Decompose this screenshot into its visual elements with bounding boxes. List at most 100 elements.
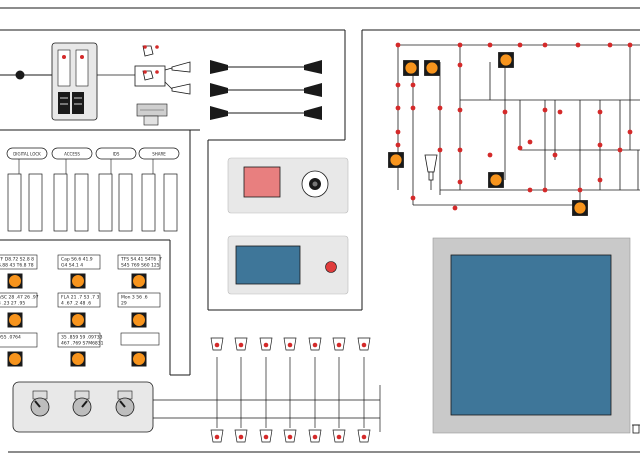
indicator-lamp (498, 52, 514, 68)
share-button[interactable]: SHARE (138, 147, 180, 160)
switch-module[interactable] (51, 42, 98, 121)
network-node[interactable] (542, 187, 548, 193)
network-node[interactable] (487, 42, 493, 48)
readout-line: S.88 43 T6.8 78 (0, 263, 34, 269)
sensor-node[interactable] (357, 429, 371, 443)
display-panel[interactable] (227, 235, 349, 295)
sensor-node[interactable] (259, 337, 273, 351)
sensor-node[interactable] (308, 429, 322, 443)
network-node[interactable] (627, 129, 633, 135)
network-node[interactable] (457, 147, 463, 153)
readout-line: 955 .0764 (0, 335, 21, 341)
network-node[interactable] (527, 139, 533, 145)
network-node[interactable] (487, 152, 493, 158)
sensor-node[interactable] (308, 337, 322, 351)
indicator-lamp (131, 312, 147, 328)
sensor-node[interactable] (357, 337, 371, 351)
network-node[interactable] (457, 62, 463, 68)
rotary-knob[interactable] (72, 390, 92, 417)
network-node[interactable] (457, 107, 463, 113)
large-monitor[interactable] (432, 237, 631, 434)
readout-box: Mon 3 56 .6 29 (117, 292, 161, 308)
network-node[interactable] (627, 42, 633, 48)
readout-line: ASC 28 .47 26 .97 (0, 295, 39, 301)
network-node[interactable] (457, 42, 463, 48)
network-node[interactable] (517, 145, 523, 151)
digital-lock-button[interactable]: DIGITAL LOCK (6, 147, 48, 160)
network-schematic (388, 42, 640, 216)
network-node[interactable] (542, 107, 548, 113)
readout-box: FLA 21 .7 S3 .7 34 .67 .2 48 .6 (57, 292, 101, 308)
network-node[interactable] (410, 195, 416, 201)
network-node[interactable] (410, 82, 416, 88)
network-node[interactable] (517, 42, 523, 48)
network-device[interactable] (136, 103, 168, 126)
network-node[interactable] (437, 105, 443, 111)
network-node[interactable] (395, 142, 401, 148)
button-label: ACCESS (64, 152, 80, 157)
network-adapter[interactable] (424, 154, 438, 190)
plug-in-module[interactable] (53, 173, 68, 232)
sensor-node[interactable] (210, 337, 224, 351)
network-node[interactable] (410, 105, 416, 111)
readout-line: Cap S6.6 41.9 (61, 257, 93, 263)
network-node[interactable] (597, 109, 603, 115)
network-node[interactable] (575, 42, 581, 48)
plug-in-module[interactable] (141, 173, 156, 232)
junction-node (15, 70, 25, 80)
readout-line: 35 .859 59 .09733 (61, 335, 103, 341)
network-node[interactable] (607, 42, 613, 48)
network-node[interactable] (527, 187, 533, 193)
trash-icon[interactable] (632, 424, 640, 434)
plug-in-module[interactable] (98, 173, 113, 232)
rotary-knob[interactable] (115, 390, 135, 417)
readout-box (120, 332, 160, 346)
indicator-lamp (388, 152, 404, 168)
network-node[interactable] (597, 142, 603, 148)
plug-in-module[interactable] (118, 173, 133, 232)
network-node[interactable] (437, 147, 443, 153)
network-node[interactable] (395, 82, 401, 88)
network-node[interactable] (502, 109, 508, 115)
plug-in-module[interactable] (7, 173, 22, 232)
module-row (7, 159, 178, 232)
indicator-lamp (7, 312, 23, 328)
rotary-knob[interactable] (30, 390, 50, 417)
network-node[interactable] (457, 179, 463, 185)
sensor-node[interactable] (259, 429, 273, 443)
sensor-node[interactable] (283, 337, 297, 351)
plug-in-module[interactable] (74, 173, 89, 232)
access-button[interactable]: ACCESS (51, 147, 93, 160)
indicator-lamp (403, 60, 419, 76)
network-node[interactable] (452, 205, 458, 211)
network-node[interactable] (395, 105, 401, 111)
sensor-node[interactable] (332, 429, 346, 443)
readout-line: 4 .67 .2 48 .6 (61, 301, 91, 307)
sensor-node[interactable] (210, 429, 224, 443)
indicator-lamp (70, 312, 86, 328)
sensor-node[interactable] (283, 429, 297, 443)
sensor-node[interactable] (234, 337, 248, 351)
network-node[interactable] (577, 187, 583, 193)
ids-button[interactable]: IDS (95, 147, 137, 160)
network-node[interactable] (617, 147, 623, 153)
network-node[interactable] (597, 177, 603, 183)
sensor-node[interactable] (332, 337, 346, 351)
network-node[interactable] (552, 152, 558, 158)
readout-line: TF D8.72 S2.8 8 (0, 257, 34, 263)
network-node[interactable] (395, 42, 401, 48)
plug-in-module[interactable] (163, 173, 178, 232)
network-node[interactable] (395, 129, 401, 135)
sensor-node[interactable] (234, 429, 248, 443)
plug-in-module[interactable] (28, 173, 43, 232)
readout-line: G4 S4.1 4 (61, 263, 83, 269)
camera-panel[interactable] (227, 157, 349, 214)
readout-box: ASC 28 .47 26 .974 .23 27 .95 (0, 292, 39, 308)
readout-line: 4 .23 27 .95 (0, 301, 25, 307)
network-node[interactable] (557, 109, 563, 115)
network-node[interactable] (542, 42, 548, 48)
